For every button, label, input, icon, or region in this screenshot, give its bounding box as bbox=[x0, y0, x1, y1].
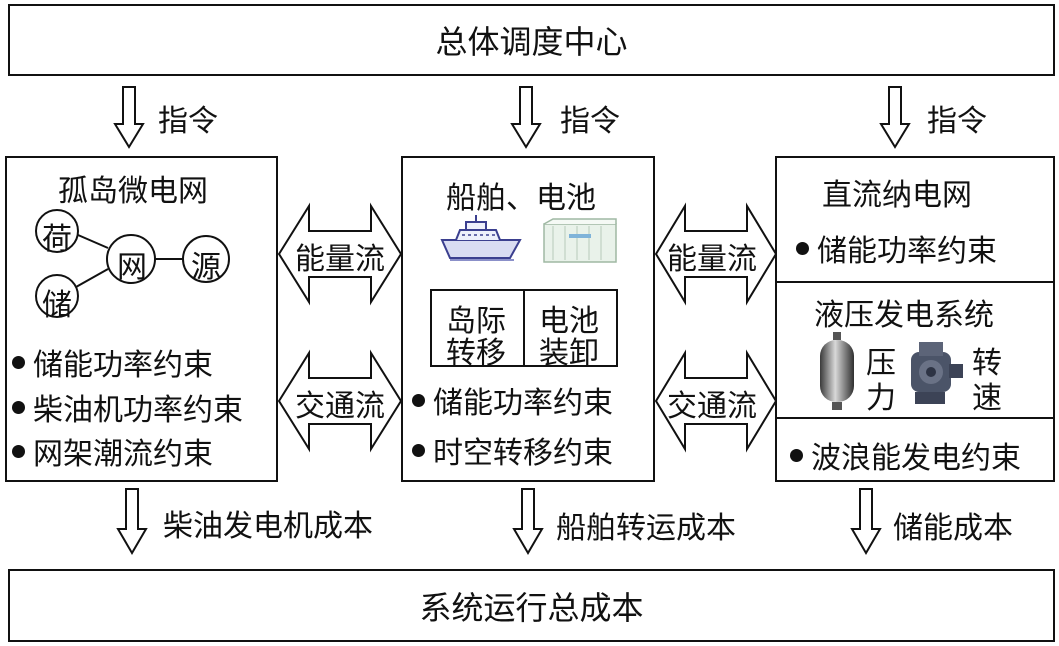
left-constraint-2: 柴油机功率约束 bbox=[12, 385, 243, 429]
dispatch-center-box: 总体调度中心 bbox=[8, 4, 1055, 76]
command-arrow-middle bbox=[510, 86, 542, 149]
cost-arrow-left bbox=[116, 488, 148, 555]
hydraulic-system-title: 液压发电系统 bbox=[814, 298, 994, 333]
table-cell-island-line1: 岛际 bbox=[446, 304, 506, 339]
table-cell-battery-line1: 电池 bbox=[539, 304, 599, 339]
ship-icon bbox=[440, 215, 522, 261]
battery-container-icon bbox=[543, 218, 617, 263]
cost-arrow-middle bbox=[512, 488, 544, 555]
bullet-icon bbox=[796, 241, 809, 255]
pressure-label-line1: 压 bbox=[866, 346, 896, 381]
pressure-label-line2: 力 bbox=[866, 381, 896, 416]
node-source-label: 源 bbox=[191, 250, 221, 285]
traffic-flow-label-left: 交通流 bbox=[295, 389, 385, 424]
table-cell-battery-line2: 装卸 bbox=[539, 336, 599, 371]
ship-transport-cost-label: 船舶转运成本 bbox=[556, 511, 736, 546]
diesel-cost-label: 柴油发电机成本 bbox=[163, 509, 373, 544]
command-label-middle: 指令 bbox=[560, 104, 620, 139]
storage-cost-label: 储能成本 bbox=[893, 511, 1013, 546]
cost-arrow-right bbox=[850, 488, 882, 555]
bullet-icon bbox=[412, 393, 425, 407]
grid-topology-diagram bbox=[35, 209, 230, 318]
speed-label-line1: 转 bbox=[972, 346, 1002, 381]
left-constraint-1: 储能功率约束 bbox=[12, 340, 213, 384]
speed-label-line2: 速 bbox=[972, 381, 1002, 416]
island-microgrid-title: 孤岛微电网 bbox=[58, 174, 208, 209]
right-divider-2 bbox=[775, 417, 1055, 419]
node-grid-label: 网 bbox=[117, 250, 147, 285]
command-label-left: 指令 bbox=[158, 104, 218, 139]
bullet-icon bbox=[790, 448, 803, 462]
bullet-icon bbox=[12, 444, 25, 458]
table-divider bbox=[523, 289, 525, 367]
node-load-label: 荷 bbox=[42, 222, 72, 257]
middle-constraint-1: 储能功率约束 bbox=[412, 378, 613, 422]
ship-battery-title: 船舶、电池 bbox=[446, 181, 596, 216]
command-label-right: 指令 bbox=[927, 104, 987, 139]
right-constraint-top: 储能功率约束 bbox=[796, 226, 997, 270]
middle-constraint-2: 时空转移约束 bbox=[412, 428, 613, 472]
energy-flow-label-left: 能量流 bbox=[295, 242, 385, 277]
left-constraint-3: 网架潮流约束 bbox=[12, 429, 213, 473]
hydraulic-motor-icon bbox=[911, 342, 963, 404]
traffic-flow-label-right: 交通流 bbox=[667, 389, 757, 424]
command-arrow-left bbox=[113, 86, 145, 149]
bullet-icon bbox=[12, 400, 25, 414]
bullet-icon bbox=[412, 443, 425, 457]
node-storage-label: 储 bbox=[42, 288, 72, 323]
dc-nanogrid-box bbox=[775, 156, 1055, 482]
command-arrow-right bbox=[879, 86, 911, 149]
total-cost-label: 系统运行总成本 bbox=[419, 588, 644, 627]
energy-flow-label-right: 能量流 bbox=[667, 242, 757, 277]
right-constraint-bottom: 波浪能发电约束 bbox=[790, 433, 1021, 477]
table-cell-island-line2: 转移 bbox=[446, 336, 506, 371]
right-divider-1 bbox=[775, 281, 1055, 283]
dispatch-center-label: 总体调度中心 bbox=[435, 23, 628, 61]
dc-nanogrid-title: 直流纳电网 bbox=[822, 178, 972, 213]
total-cost-box: 系统运行总成本 bbox=[8, 569, 1055, 642]
bullet-icon bbox=[12, 355, 25, 369]
accumulator-icon bbox=[820, 332, 854, 410]
